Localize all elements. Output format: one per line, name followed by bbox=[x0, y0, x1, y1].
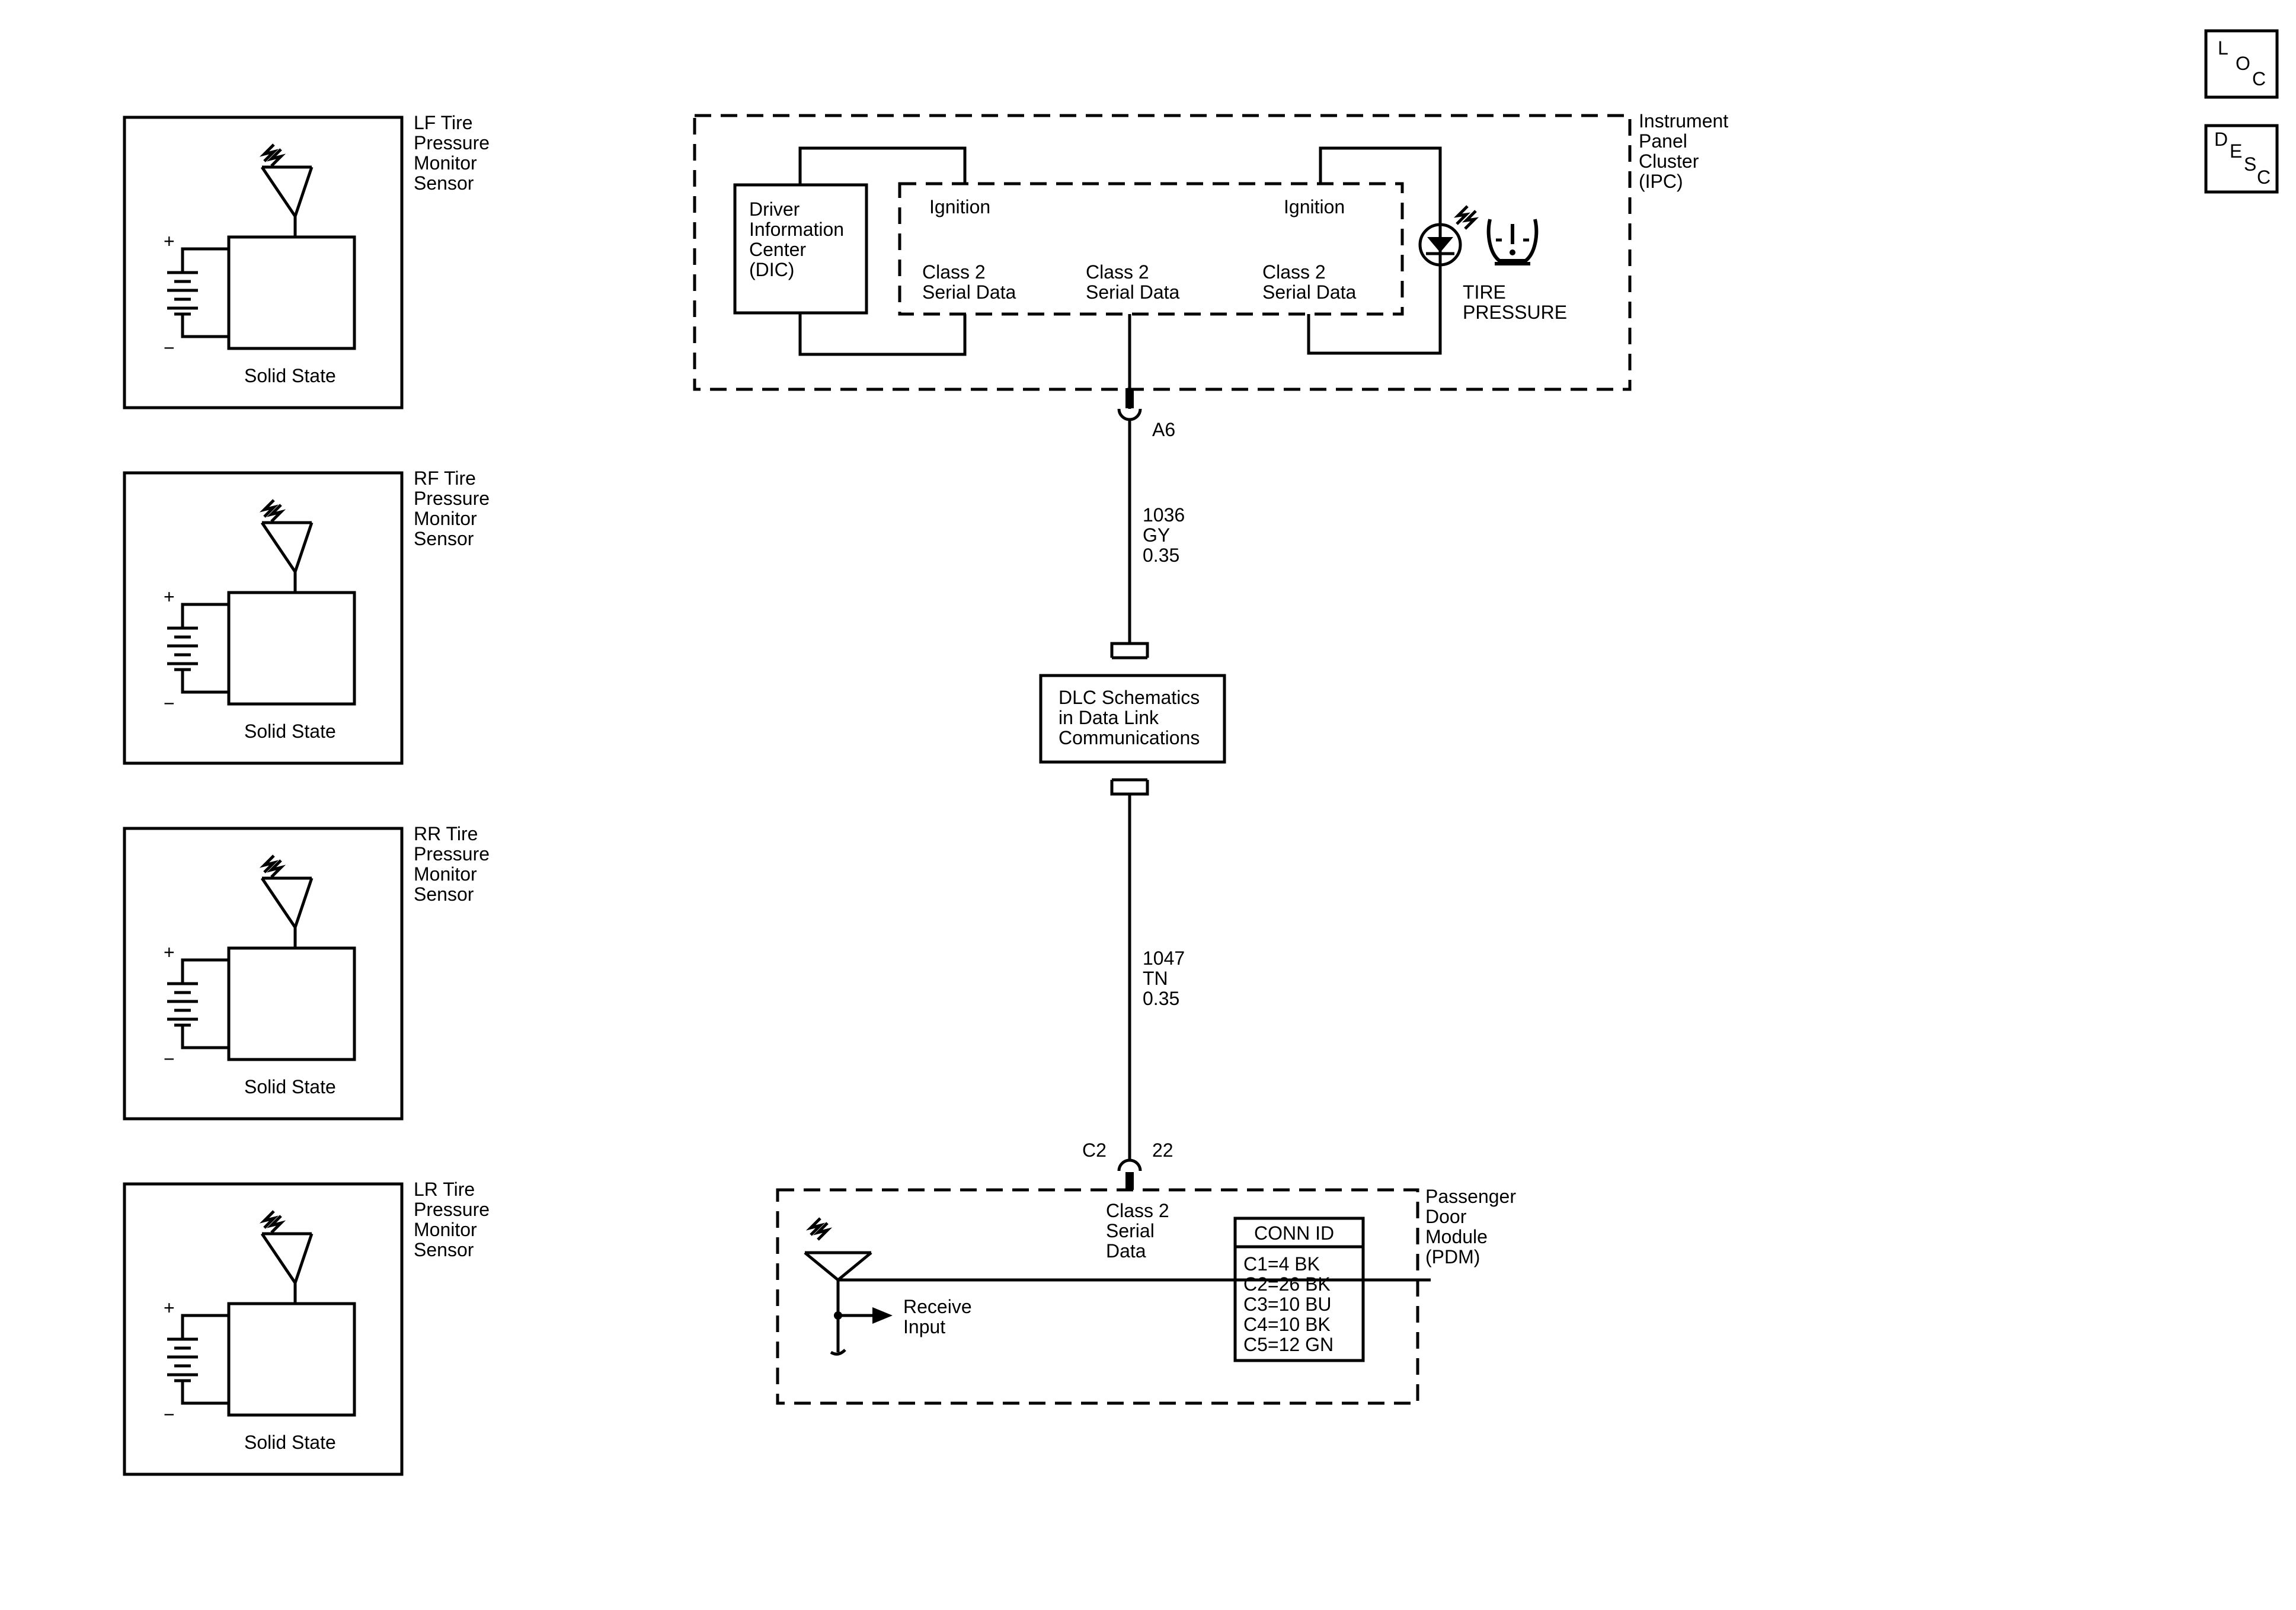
ignition-right-label: Ignition bbox=[1284, 196, 1345, 217]
dic-label: Driver Information Center (DIC) bbox=[749, 199, 849, 280]
connector-a6-icon bbox=[1117, 388, 1142, 421]
connector-a6-label: A6 bbox=[1152, 419, 1175, 440]
sensor-state-label: Solid State bbox=[244, 1432, 336, 1453]
conn-id-row: C2=26 BK bbox=[1243, 1273, 1331, 1295]
dlc-box bbox=[1039, 674, 1226, 764]
desc-button[interactable]: D E S C bbox=[2204, 124, 2279, 194]
ipc-inner-circuit bbox=[898, 182, 1404, 316]
sensor-title: LF Tire Pressure Monitor Sensor bbox=[414, 112, 495, 194]
sensor-lr: + − Solid State LR Tire Pressure Monitor… bbox=[123, 1179, 495, 1476]
battery-icon bbox=[167, 958, 229, 1049]
wire-1047-label: 1047 TN 0.35 bbox=[1143, 948, 1190, 1009]
loc-letter-c: C bbox=[2252, 68, 2266, 89]
conn-id-row: C4=10 BK bbox=[1243, 1314, 1331, 1335]
battery-icon bbox=[167, 1314, 229, 1405]
sensor-rf: + − Solid State RF Tire Pressure Monitor… bbox=[123, 468, 495, 765]
sensor-title: RF Tire Pressure Monitor Sensor bbox=[414, 468, 495, 549]
sensor-lf: + − Solid State LF Tire Pressure Monitor… bbox=[123, 112, 495, 409]
receiver-antenna-icon bbox=[804, 1217, 1431, 1356]
serial-left-label: Class 2 Serial Data bbox=[922, 261, 1016, 303]
dlc-connector-bottom bbox=[1110, 780, 1149, 796]
sensor-rr: + − Solid State RR Tire Pressure Monitor… bbox=[123, 823, 495, 1121]
connector-c2-label: C2 bbox=[1082, 1140, 1107, 1161]
battery-plus: + bbox=[164, 1297, 175, 1318]
desc-letter-e: E bbox=[2230, 140, 2242, 162]
wire-1036-label: 1036 GY 0.35 bbox=[1143, 504, 1190, 566]
sensor-title: LR Tire Pressure Monitor Sensor bbox=[414, 1179, 495, 1260]
tire-pressure-warning-icon bbox=[1486, 219, 1539, 265]
antenna-icon bbox=[259, 499, 314, 593]
conn-id-row: C5=12 GN bbox=[1243, 1334, 1334, 1355]
instrument-panel-cluster: Instrument Panel Cluster (IPC) Driver In… bbox=[693, 110, 1734, 391]
battery-icon bbox=[167, 603, 229, 694]
ipc-title: Instrument Panel Cluster (IPC) bbox=[1639, 110, 1734, 192]
battery-plus: + bbox=[164, 586, 175, 607]
sensor-module-box bbox=[227, 591, 356, 706]
battery-minus: − bbox=[164, 1404, 175, 1425]
battery-minus: − bbox=[164, 693, 175, 714]
sensor-module-box bbox=[227, 1302, 356, 1417]
serial-right-label: Class 2 Serial Data bbox=[1262, 261, 1357, 303]
dlc-connector-top bbox=[1110, 642, 1149, 658]
antenna-icon bbox=[259, 854, 314, 948]
battery-plus: + bbox=[164, 942, 175, 963]
conn-id-table: CONN ID C1=4 BK C2=26 BK C3=10 BU C4=10 … bbox=[1233, 1217, 1365, 1362]
desc-letter-c: C bbox=[2257, 167, 2271, 188]
conn-id-header: CONN ID bbox=[1254, 1222, 1334, 1244]
desc-letter-d: D bbox=[2214, 129, 2228, 150]
antenna-icon bbox=[259, 143, 314, 237]
dic-serial-wire bbox=[798, 313, 967, 356]
battery-icon bbox=[167, 247, 229, 338]
loc-letter-o: O bbox=[2236, 53, 2250, 74]
sensor-state-label: Solid State bbox=[244, 1076, 336, 1097]
tire-pressure-label: TIRE PRESSURE bbox=[1463, 281, 1567, 323]
led-indicator-icon bbox=[1418, 205, 1479, 267]
conn-id-row: C1=4 BK bbox=[1243, 1253, 1320, 1275]
dic-ignition-wire bbox=[798, 146, 967, 185]
dlc-label: DLC Schematics in Data Link Communicatio… bbox=[1059, 687, 1205, 748]
serial-mid-label: Class 2 Serial Data bbox=[1086, 261, 1180, 303]
sensor-title: RR Tire Pressure Monitor Sensor bbox=[414, 823, 495, 905]
battery-minus: − bbox=[164, 337, 175, 359]
antenna-icon bbox=[259, 1210, 314, 1304]
conn-id-row: C3=10 BU bbox=[1243, 1294, 1332, 1315]
loc-letter-l: L bbox=[2218, 37, 2228, 59]
indicator-ignition-wire bbox=[1319, 146, 1442, 225]
sensor-module-box bbox=[227, 235, 356, 350]
pdm-title: Passenger Door Module (PDM) bbox=[1425, 1186, 1521, 1267]
pdm-serial-label: Class 2 Serial Data bbox=[1106, 1200, 1175, 1262]
battery-plus: + bbox=[164, 231, 175, 252]
connector-c2-icon bbox=[1117, 1158, 1142, 1190]
sensor-state-label: Solid State bbox=[244, 365, 336, 386]
sensor-state-label: Solid State bbox=[244, 721, 336, 742]
sensor-module-box bbox=[227, 946, 356, 1061]
indicator-serial-wire bbox=[1307, 265, 1442, 355]
connector-22-label: 22 bbox=[1152, 1140, 1173, 1161]
serial-data-line: A6 1036 GY 0.35 DLC Schematics in Data L… bbox=[1039, 314, 1226, 1190]
passenger-door-module: Passenger Door Module (PDM) Class 2 Seri… bbox=[776, 1186, 1521, 1405]
receive-input-label: Receive Input bbox=[903, 1296, 977, 1337]
loc-button[interactable]: L O C bbox=[2204, 29, 2279, 99]
ignition-left-label: Ignition bbox=[929, 196, 990, 217]
desc-letter-s: S bbox=[2244, 153, 2256, 175]
battery-minus: − bbox=[164, 1048, 175, 1070]
